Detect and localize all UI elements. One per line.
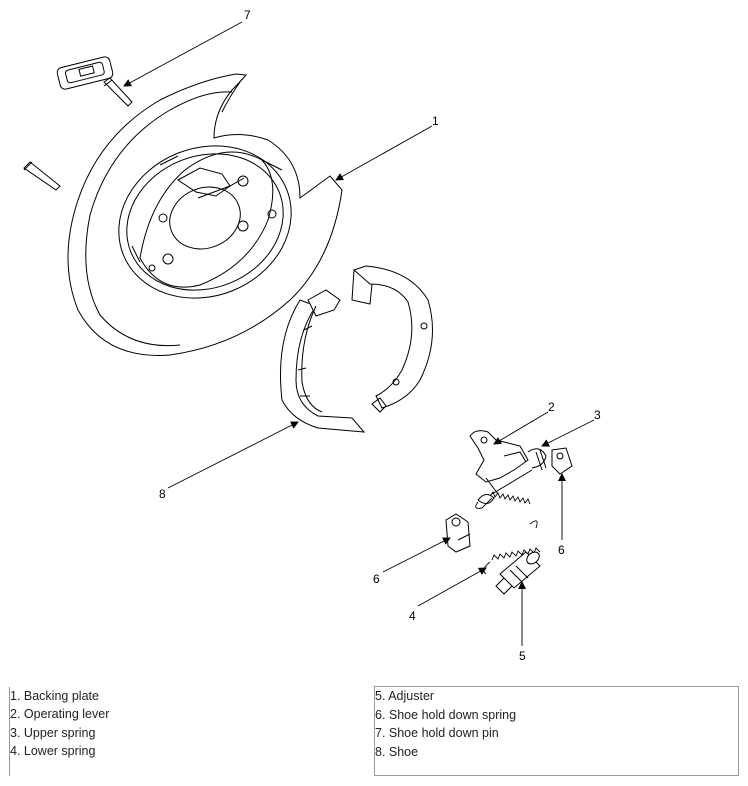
callout-6-lower: 6 [373,572,380,586]
leader-lines [123,21,595,646]
callout-8: 8 [159,487,166,501]
legend-item: 2. Operating lever [10,707,110,721]
callout-7: 7 [244,8,251,22]
legend-left-column: 1. Backing plate 2. Operating lever 3. U… [9,686,375,776]
exploded-parts-diagram: 1 2 3 4 5 6 6 7 8 [23,8,601,663]
hold-down-spring-illustration [445,447,573,553]
upper-spring-illustration [475,491,531,509]
backing-plate-illustration [67,73,343,356]
callout-2: 2 [548,400,555,414]
brake-shoe-illustration [280,265,433,433]
legend-item: 8. Shoe [375,744,419,759]
legend-right-column: 5. Adjuster 6. Shoe hold down spring 7. … [374,686,739,776]
parts-legend-table: 1. Backing plate 2. Operating lever 3. U… [9,686,739,776]
legend-item: 4. Lower spring [10,744,96,758]
legend-item: 1. Backing plate [10,688,99,703]
adjuster-illustration [495,551,541,595]
callout-4: 4 [409,609,416,623]
callout-6-right: 6 [558,543,565,557]
legend-item: 5. Adjuster [375,689,435,703]
hold-down-pin-illustration [23,56,133,191]
legend-item: 6. Shoe hold down spring [375,707,517,722]
legend-item: 3. Upper spring [10,725,96,740]
callout-5: 5 [519,649,526,663]
callout-1: 1 [432,114,439,128]
legend-item: 7. Shoe hold down pin [375,726,499,740]
callout-3: 3 [594,408,601,422]
operating-lever-illustration [469,430,547,504]
